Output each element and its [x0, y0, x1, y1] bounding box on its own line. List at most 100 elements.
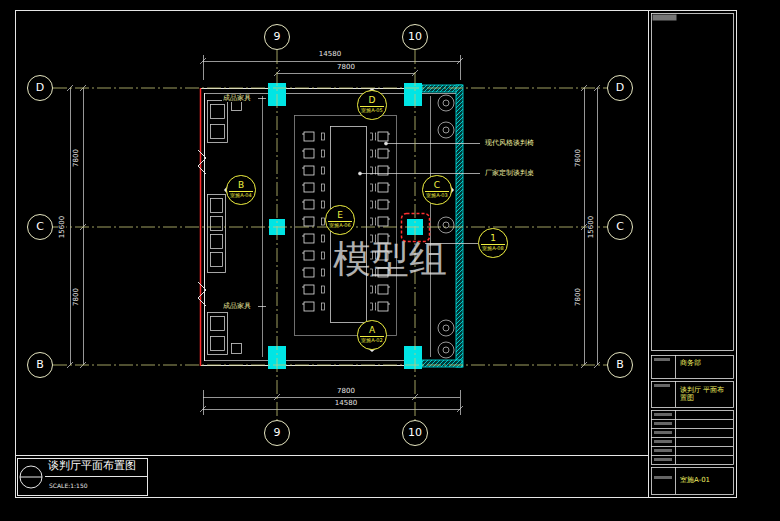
- title-block: [652, 356, 734, 379]
- elevation-letter: A: [368, 326, 376, 336]
- negotiation-table: [295, 116, 397, 336]
- grid-number: 10: [407, 31, 423, 43]
- dimension-text: 7800: [72, 287, 80, 307]
- lounge-furniture: [208, 101, 228, 143]
- sheet-reference: 室施A-05: [360, 106, 383, 114]
- title-block: [652, 468, 734, 495]
- dimension-line: [581, 85, 600, 368]
- potted-plant: [443, 347, 449, 353]
- potted-plant: [438, 217, 454, 233]
- axis-grid-line: [415, 50, 416, 420]
- dimension-text: 14580: [318, 50, 342, 58]
- grid-bubble: D: [27, 75, 53, 101]
- grid-bubble: B: [607, 352, 633, 378]
- elevation-marker: E室施A-06: [325, 205, 354, 234]
- sheet-frame: [18, 459, 148, 496]
- grid-bubble: 9: [264, 24, 290, 50]
- grid-number: B: [35, 359, 45, 371]
- structural-column: [404, 83, 422, 106]
- potted-plant: [438, 122, 454, 138]
- drawing-number: 室施A-01: [679, 476, 711, 484]
- callout-text: 厂家定制谈判桌: [484, 169, 535, 177]
- sheet-reference: 室施A-02: [360, 336, 383, 344]
- grid-number: 9: [273, 427, 282, 439]
- sheet-frame: [16, 11, 737, 498]
- dimension-line: [67, 55, 600, 415]
- title-block-field: [654, 422, 672, 425]
- negotiation-table: [295, 116, 397, 336]
- drawing-title: 谈判厅平面布置图: [48, 460, 136, 473]
- title-block-field: [654, 476, 672, 479]
- leader-line: [258, 98, 266, 99]
- grid-number: C: [35, 221, 45, 233]
- grid-number: D: [35, 82, 45, 94]
- title-block: [652, 382, 734, 408]
- leader-line: [386, 143, 480, 144]
- title-block-field: [654, 384, 670, 387]
- title-block: [675, 410, 676, 464]
- dimension-text: 7800: [336, 63, 356, 71]
- glass-curtain-wall: [422, 360, 462, 367]
- axis-grid-line: [53, 365, 607, 366]
- dimension-line: [597, 88, 598, 365]
- title-block: [675, 381, 676, 407]
- dimension-text: 7800: [574, 148, 582, 168]
- dimension-text: 7800: [574, 287, 582, 307]
- title-block-field: [654, 458, 672, 461]
- title-block-field: [654, 413, 672, 416]
- room-wall: [200, 88, 202, 366]
- title-block: [651, 419, 733, 420]
- dimension-line: [203, 390, 204, 415]
- leader-line: [385, 142, 388, 145]
- lounge-furniture: [211, 317, 225, 331]
- sheet-frame: [20, 466, 42, 488]
- room-wall: [204, 93, 205, 361]
- lounge-furniture: [211, 253, 223, 267]
- dimension-text: 15600: [58, 215, 66, 239]
- structural-column: [404, 346, 422, 369]
- room-wall: [430, 96, 431, 357]
- lounge-furniture: [211, 105, 225, 119]
- dimension-line: [277, 73, 415, 74]
- room-wall: [198, 282, 206, 306]
- negotiation-table: [376, 130, 392, 317]
- elevation-letter: 1: [489, 234, 497, 244]
- elevation-letter: D: [368, 96, 377, 106]
- lounge-furniture: [211, 217, 223, 231]
- title-block: [675, 355, 676, 378]
- structural-column: [268, 83, 430, 369]
- lounge-furniture: [208, 313, 228, 355]
- elevation-marker: A室施A-02: [357, 320, 386, 349]
- title-block-field: 谈判厅 平面布置图: [679, 386, 731, 402]
- sheet-frame: [648, 10, 649, 497]
- title-block-field: [654, 440, 672, 443]
- sheet-frame: [15, 10, 737, 498]
- grid-bubble: C: [607, 214, 633, 240]
- grid-number: 10: [407, 427, 423, 439]
- watermark: 模型组: [332, 238, 448, 282]
- leader-line: [258, 306, 266, 307]
- potted-plant: [438, 95, 454, 358]
- title-block: [652, 411, 734, 465]
- sheet-reference: 室施A-03: [425, 191, 448, 199]
- grid-number: D: [615, 82, 625, 94]
- callout-text: 成品家具: [222, 302, 252, 310]
- lounge-furniture: [208, 101, 242, 355]
- sheet-frame: [15, 455, 648, 456]
- negotiation-table: [300, 130, 316, 317]
- lounge-furniture: [211, 337, 225, 351]
- dimension-line: [200, 58, 463, 76]
- dimension-line: [200, 394, 463, 412]
- grid-number: B: [615, 359, 625, 371]
- grid-number: 9: [273, 31, 282, 43]
- lounge-furniture: [211, 125, 225, 139]
- title-block: [652, 14, 734, 351]
- potted-plant: [443, 100, 449, 106]
- potted-plant: [438, 342, 454, 358]
- lounge-furniture: [211, 235, 223, 249]
- sheet-frame: [20, 477, 42, 478]
- dimension-line: [460, 390, 461, 415]
- title-block-field: 商务部: [679, 359, 702, 367]
- title-block: [651, 437, 733, 438]
- grid-bubble: 10: [402, 420, 428, 446]
